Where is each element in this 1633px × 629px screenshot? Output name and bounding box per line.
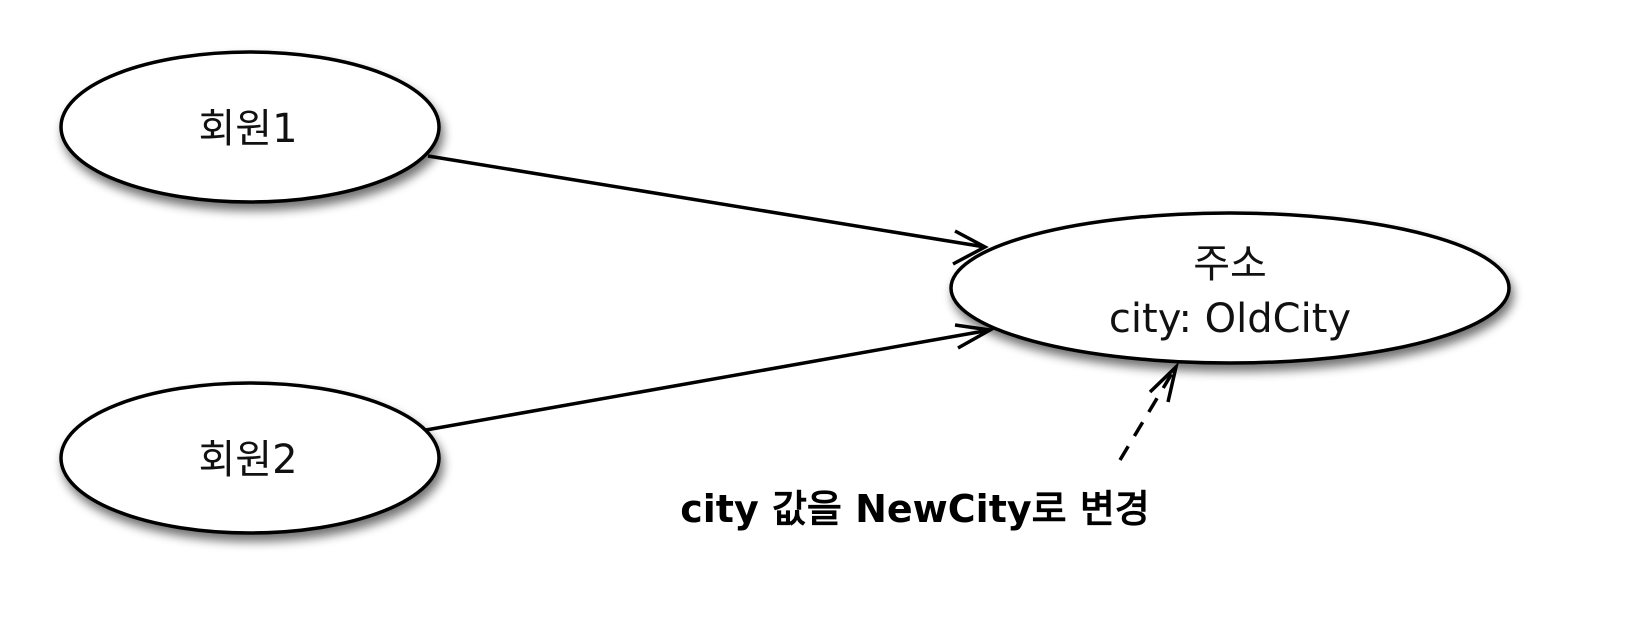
arrowhead-icon [952, 229, 989, 266]
annotation-text: city 값을 NewCity로 변경 [680, 487, 1150, 531]
node-member1: 회원1 [59, 50, 441, 204]
annotation-arrow [1118, 361, 1180, 461]
node-address: 주소 city: OldCity [949, 211, 1511, 365]
node-member1-label: 회원1 [198, 106, 297, 152]
edge-member2-to-address [425, 323, 996, 432]
edge-member1-to-address [427, 154, 989, 266]
arrowhead-icon [954, 323, 996, 350]
node-address-label: 주소 [1193, 241, 1267, 287]
node-member2-label: 회원2 [198, 437, 297, 483]
arrowhead-icon [1148, 361, 1180, 403]
node-address-field: city: OldCity [1109, 296, 1351, 342]
node-member2: 회원2 [59, 381, 441, 535]
